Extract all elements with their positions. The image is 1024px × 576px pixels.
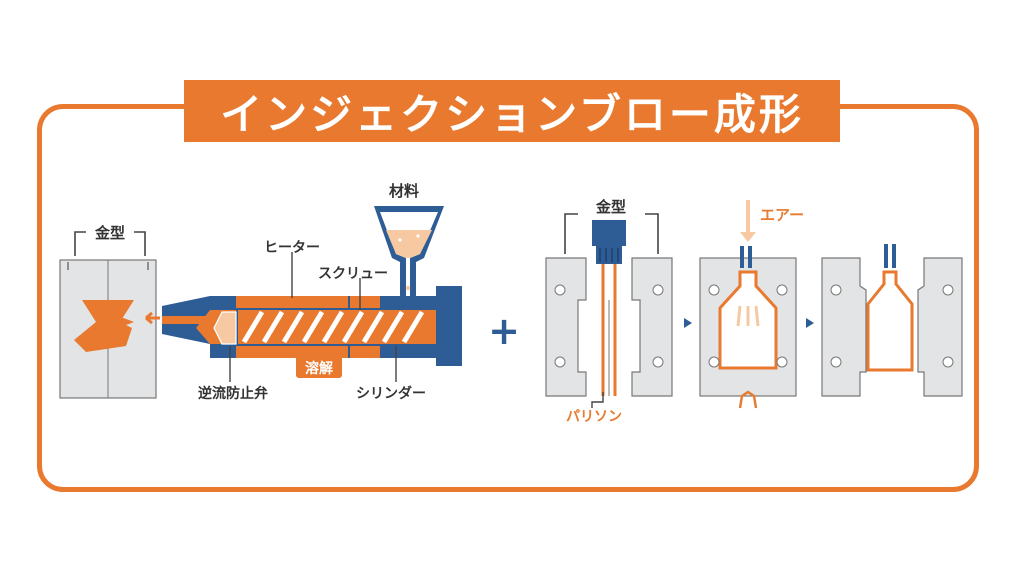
mold-cavity	[74, 300, 134, 352]
label-air: エアー	[760, 206, 804, 224]
label-cylinder: シリンダー	[356, 385, 426, 402]
label-melt: 溶解	[305, 360, 333, 377]
check-valve	[213, 311, 237, 345]
plus-sign: +	[488, 309, 520, 353]
melt-badge	[296, 356, 342, 378]
injection-machine: 金型	[59, 182, 462, 402]
heater	[236, 296, 348, 308]
hopper	[374, 206, 444, 296]
label-mold-left: 金型	[94, 224, 125, 242]
label-mold-right: 金型	[595, 198, 626, 216]
title-banner: インジェクションブロー成形	[184, 80, 840, 142]
step-arrow-1	[684, 318, 692, 328]
drive-unit	[436, 286, 462, 366]
stage-finished	[821, 244, 963, 397]
left-mold	[59, 259, 157, 399]
label-material: 材料	[389, 182, 419, 200]
blow-molding: 金型 パリソン エ	[545, 198, 963, 425]
label-check-valve: 逆流防止弁	[198, 385, 268, 402]
label-screw: スクリュー	[318, 266, 388, 282]
label-heater: ヒーター	[264, 240, 320, 256]
step-arrow-2	[806, 318, 814, 328]
stage-blowing	[699, 200, 797, 409]
stage-parison	[545, 220, 673, 397]
flow-arrow	[145, 311, 160, 325]
label-parison: パリソン	[566, 409, 622, 425]
finished-bottle	[866, 270, 914, 372]
